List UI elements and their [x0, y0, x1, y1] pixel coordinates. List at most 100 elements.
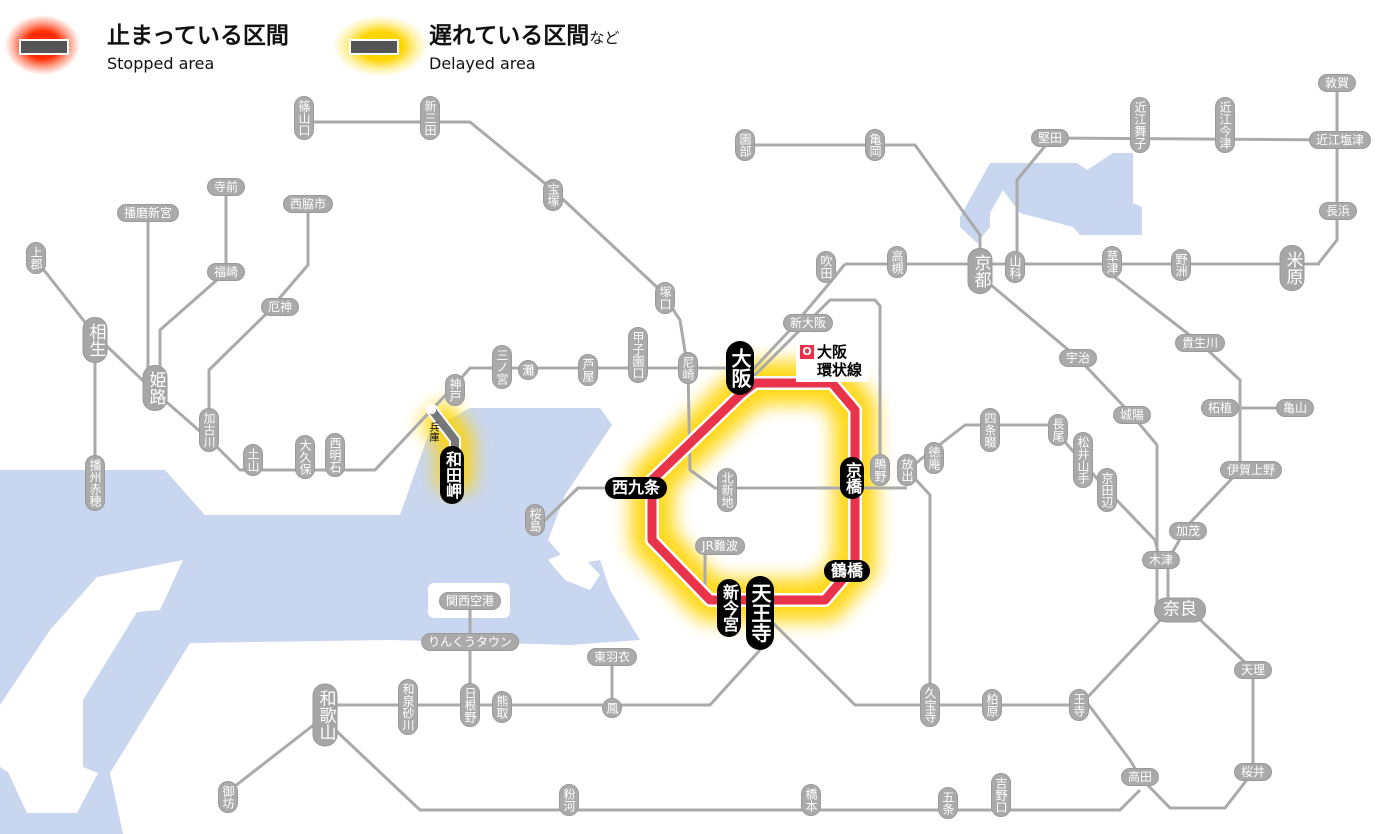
station-label[interactable]: 山科 [1005, 251, 1025, 283]
station-label[interactable]: 北新地 [717, 468, 737, 512]
station-label[interactable]: 桜井 [1233, 763, 1273, 781]
station-label[interactable]: JR難波 [695, 537, 745, 555]
station-label[interactable]: 草津 [1102, 246, 1122, 278]
station-label[interactable]: 新今宮 [717, 579, 741, 637]
station-label[interactable]: 徳庵 [924, 442, 944, 474]
station-label[interactable]: 播州赤穂 [85, 455, 105, 511]
station-label[interactable]: 新大阪 [782, 314, 834, 332]
station-label[interactable]: 五条 [938, 787, 958, 819]
osaka-loop-label[interactable]: O 大阪環状線 [796, 340, 869, 382]
station-label[interactable]: 熊取 [492, 691, 512, 723]
station-label[interactable]: 京田辺 [1097, 468, 1117, 512]
station-label[interactable]: 上郡 [26, 242, 46, 274]
station-label[interactable]: 西脇市 [282, 195, 334, 213]
station-label[interactable]: 天理 [1233, 661, 1273, 679]
station-label[interactable]: 姫路 [142, 365, 168, 411]
station-label[interactable]: 吉野口 [991, 773, 1011, 817]
rail-line[interactable] [906, 423, 1162, 561]
station-label[interactable]: 近江塩津 [1308, 131, 1372, 149]
station-label[interactable]: 和歌山 [312, 683, 338, 747]
rail-line[interactable] [325, 648, 762, 707]
station-label[interactable]: 宇治 [1058, 349, 1098, 367]
station-label[interactable]: 東羽衣 [586, 648, 638, 666]
rail-line[interactable] [745, 143, 982, 267]
rail-line[interactable] [328, 723, 1142, 812]
rail-line[interactable] [1083, 613, 1167, 778]
rail-line[interactable] [686, 367, 907, 490]
rail-line[interactable] [1316, 83, 1339, 265]
station-label[interactable]: 長尾 [1048, 414, 1068, 446]
station-label[interactable]: 灘 [518, 360, 538, 380]
station-label[interactable]: 高田 [1120, 768, 1160, 786]
station-label[interactable]: 西明石 [325, 433, 345, 477]
station-label[interactable]: 亀山 [1275, 399, 1315, 417]
station-label[interactable]: 播磨新宮 [116, 204, 180, 222]
station-label[interactable]: 柏原 [982, 689, 1002, 721]
station-label[interactable]: 鳳 [602, 698, 622, 718]
rail-line[interactable] [207, 204, 310, 440]
station-label[interactable]: 芦屋 [578, 354, 598, 386]
station-label[interactable]: 園部 [735, 129, 755, 161]
station-label[interactable]: 尼崎 [678, 352, 698, 384]
rail-line[interactable] [768, 618, 1080, 707]
station-label[interactable]: 相生 [82, 317, 108, 363]
rail-line[interactable] [1138, 613, 1255, 810]
station-label[interactable]: 篠山口 [294, 96, 314, 140]
station-label[interactable]: 久宝寺 [920, 683, 940, 727]
station-label[interactable]: 奈良 [1154, 597, 1206, 623]
rail-line[interactable] [1049, 136, 1341, 142]
station-label[interactable]: 御坊 [218, 781, 238, 813]
station-label[interactable]: 城陽 [1112, 406, 1152, 424]
station-label[interactable]: 大久保 [295, 435, 315, 479]
station-label[interactable]: 加古川 [199, 408, 219, 452]
station-label[interactable]: 亀岡 [865, 129, 885, 161]
station-label[interactable]: 甲子園口 [628, 327, 648, 383]
station-label[interactable]: 日根野 [460, 683, 480, 727]
station-label[interactable]: 堅田 [1030, 129, 1070, 147]
station-label[interactable]: 三ノ宮 [492, 345, 512, 389]
station-label[interactable]: 塚口 [655, 282, 675, 314]
station-label[interactable]: 加茂 [1168, 522, 1208, 540]
station-label[interactable]: 放出 [897, 454, 917, 486]
station-label[interactable]: 神戸 [445, 374, 465, 406]
station-label[interactable]: 和田岬 [440, 446, 464, 504]
station-label[interactable]: 西九条 [604, 477, 668, 499]
station-label[interactable]: 近江舞子 [1130, 97, 1150, 153]
station-label[interactable]: 京橋 [840, 457, 864, 499]
station-label[interactable]: 鶴橋 [823, 560, 871, 582]
rail-line[interactable] [229, 718, 321, 792]
station-label[interactable]: 野洲 [1171, 249, 1191, 281]
station-label[interactable]: 関西空港 [438, 592, 502, 610]
station-label[interactable]: 福崎 [206, 263, 246, 281]
rail-line[interactable] [984, 278, 1159, 610]
station-label[interactable]: 土山 [243, 444, 263, 476]
station-label[interactable]: 天王寺 [746, 576, 774, 650]
station-label[interactable]: 厄神 [260, 298, 300, 316]
station-label[interactable]: 王寺 [1069, 689, 1089, 721]
station-label[interactable]: 新三田 [420, 96, 440, 140]
station-label[interactable]: 米原 [1279, 245, 1305, 291]
station-label[interactable]: 寺前 [206, 178, 246, 196]
station-label[interactable]: 貴生川 [1174, 334, 1226, 352]
station-label[interactable]: 高槻 [887, 246, 907, 278]
station-label[interactable]: 京都 [967, 248, 993, 294]
station-label[interactable]: 宝塚 [543, 179, 563, 211]
station-label[interactable]: 松井山手 [1073, 432, 1093, 488]
station-label[interactable]: 吹田 [816, 251, 836, 283]
station-label[interactable]: 敦賀 [1317, 74, 1357, 92]
rail-line[interactable] [1015, 139, 1052, 267]
station-label[interactable]: 伊賀上野 [1219, 461, 1283, 479]
station-label[interactable]: 桜島 [525, 504, 545, 536]
station-label[interactable]: 鴫野 [870, 454, 890, 486]
station-label[interactable]: 橋本 [801, 784, 821, 816]
station-label[interactable]: 兵庫 [427, 422, 438, 442]
rail-line[interactable] [34, 259, 745, 472]
station-label[interactable]: 粉河 [559, 784, 579, 816]
rail-line[interactable] [743, 263, 847, 380]
rail-line[interactable] [905, 468, 932, 705]
station-label[interactable]: 和泉砂川 [398, 679, 418, 735]
rail-line[interactable] [304, 120, 690, 371]
station-label[interactable]: 大阪 [726, 341, 754, 395]
station-label[interactable]: 長浜 [1318, 202, 1358, 220]
station-label[interactable]: 近江今津 [1215, 97, 1235, 153]
